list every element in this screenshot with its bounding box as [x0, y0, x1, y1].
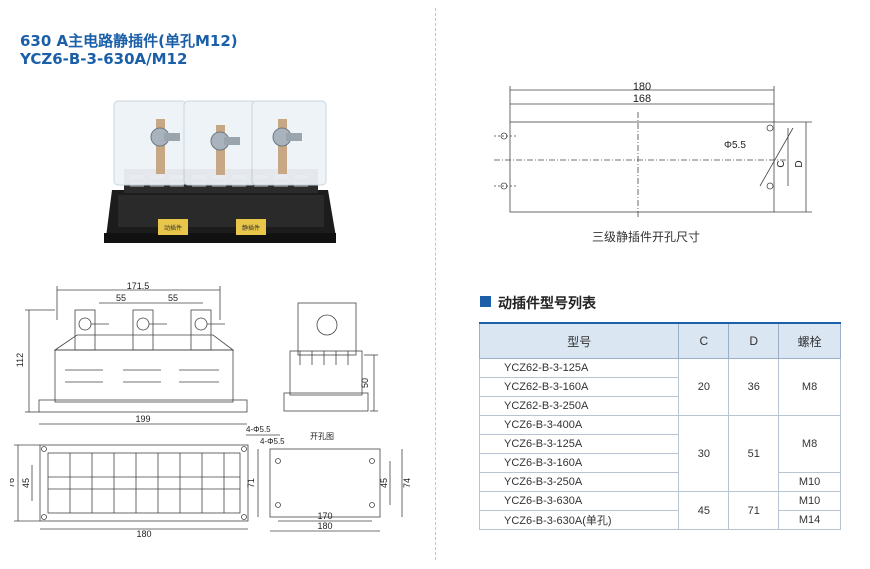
mounting-hole-drawing: 180 168 Φ5.5 C D [494, 82, 812, 218]
dim-45-left: 45 [21, 478, 31, 488]
dim-171-5: 171.5 [127, 281, 150, 291]
bolt-cell: M10 [778, 491, 841, 511]
model-cell: YCZ62-B-3-125A [478, 358, 680, 378]
section-title-text: 动插件型号列表 [498, 296, 596, 312]
dim-55-b: 55 [168, 293, 178, 303]
page-subtitle-model: YCZ6-B-3-630A/M12 [20, 50, 188, 68]
dim-112: 112 [15, 353, 25, 367]
cutout-label: 开孔图 [310, 432, 334, 441]
d-cell: 36 [728, 358, 780, 416]
dim-71: 71 [246, 478, 256, 488]
photo-label-left: 动插件 [164, 224, 182, 232]
product-photo: 动插件 静插件 [104, 100, 336, 243]
table-row: YCZ6-B-3-400A 30 51 M8 [478, 415, 841, 492]
dim-76: 76 [10, 478, 16, 488]
model-cell: YCZ6-B-3-630A [478, 491, 680, 511]
c-cell: 30 [678, 415, 730, 492]
model-cell: YCZ6-B-3-160A [478, 453, 680, 473]
dim-180-cut: 180 [317, 521, 332, 531]
column-divider [435, 8, 436, 560]
d-cell: 71 [728, 491, 780, 530]
table-row: YCZ6-B-3-630A(单孔) M14 [478, 510, 841, 530]
dim-50: 50 [360, 378, 370, 388]
bolt-cell: M14 [778, 510, 841, 530]
hole-label-a: 4-Φ5.5 [246, 425, 271, 434]
dim-180-bottom: 180 [136, 529, 151, 539]
dim-d: D [794, 160, 805, 167]
dim-c: C [776, 160, 787, 167]
hole-drawing-caption: 三级静插件开孔尺寸 [592, 230, 701, 244]
model-cell: YCZ6-B-3-250A [478, 472, 680, 492]
header-d: D [728, 322, 780, 359]
hole-diameter-label: Φ5.5 [724, 140, 746, 151]
table-row: YCZ6-B-3-250A M10 [478, 472, 841, 492]
page-title: 630 A主电路静插件(单孔M12) [20, 32, 238, 50]
d-cell: 51 [728, 415, 780, 492]
bolt-cell: M8 [778, 358, 841, 416]
dim-199: 199 [135, 414, 150, 424]
dim-45-cut: 45 [379, 478, 389, 488]
bolt-cell: M10 [778, 472, 841, 492]
header-model: 型号 [478, 322, 680, 359]
hole-label-b: 4-Φ5.5 [260, 437, 285, 446]
c-cell: 45 [678, 491, 730, 530]
model-cell: YCZ6-B-3-400A [478, 415, 680, 435]
c-cell: 20 [678, 358, 730, 416]
model-cell: YCZ6-B-3-125A [478, 434, 680, 454]
header-bolt: 螺栓 [778, 322, 841, 359]
table-row: YCZ62-B-3-125A 20 36 M8 [478, 358, 841, 416]
front-elevation-drawing: 171.5 55 55 112 199 [15, 281, 248, 425]
plan-view-drawing: 4-Φ5.5 4-Φ5.5 开孔图 76 45 71 180 170 180 4… [10, 425, 412, 539]
model-cell: YCZ62-B-3-160A [478, 377, 680, 397]
bolt-cell: M8 [778, 415, 841, 473]
dim-55-a: 55 [116, 293, 126, 303]
photo-label-right: 静插件 [242, 224, 260, 232]
table-header-row: 型号 C D 螺栓 [478, 322, 841, 359]
model-cell: YCZ62-B-3-250A [478, 396, 680, 416]
model-spec-table: 型号 C D 螺栓 YCZ62-B-3-125A 20 36 M8 YCZ62-… [478, 322, 841, 530]
header-c: C [678, 322, 730, 359]
section-title: 动插件型号列表 [482, 293, 596, 313]
section-marker [480, 296, 491, 307]
dim-180-hole: 180 [633, 82, 651, 93]
dim-168-hole: 168 [633, 93, 651, 105]
table-row: YCZ6-B-3-630A 45 71 M10 [478, 491, 841, 530]
side-elevation-drawing: 50 [283, 302, 378, 412]
model-cell: YCZ6-B-3-630A(单孔) [478, 510, 680, 530]
dim-74: 74 [402, 478, 412, 488]
dim-170: 170 [317, 511, 332, 521]
